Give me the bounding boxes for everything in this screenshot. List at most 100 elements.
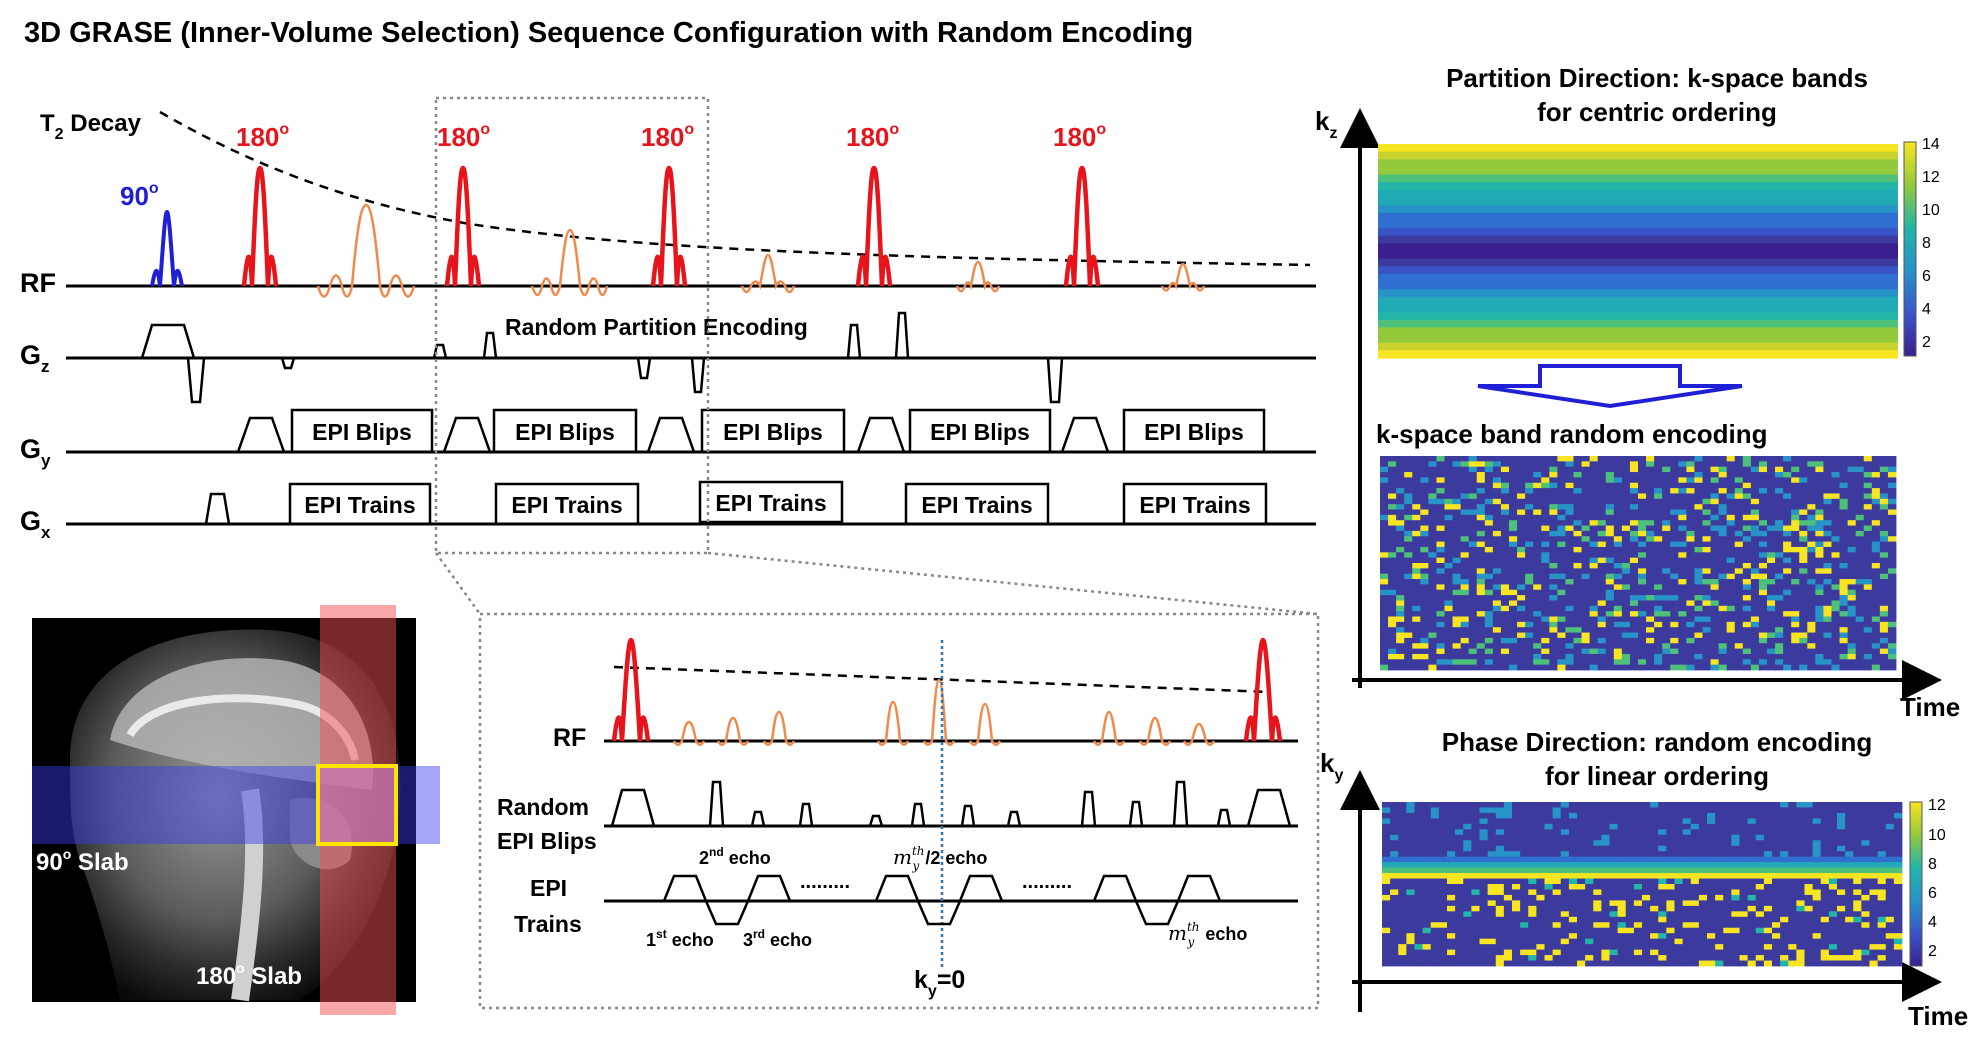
heatmap-cell: [1601, 862, 1610, 868]
heatmap-cell: [1877, 829, 1887, 836]
heatmap-cell: [1642, 812, 1651, 819]
colorbar-tick: 4: [1922, 301, 1931, 318]
heatmap-cell: [1420, 573, 1429, 580]
heatmap-cell: [1807, 600, 1816, 607]
heatmap-cell: [1525, 611, 1534, 617]
heatmap-cell: [1734, 600, 1744, 607]
heatmap-cell: [1847, 637, 1857, 644]
heatmap-cell: [1549, 589, 1558, 596]
heatmap-cell: [1654, 563, 1663, 569]
heatmap-cell: [1879, 605, 1889, 612]
heatmap-cell: [1436, 546, 1445, 553]
heatmap-cell: [1734, 504, 1744, 510]
heatmap-cell: [1662, 648, 1671, 655]
heatmap-cell: [1520, 878, 1529, 885]
heatmap-cell: [1533, 579, 1542, 585]
heatmap-cell: [1597, 600, 1607, 607]
heatmap-cell: [1484, 648, 1494, 655]
heatmap-cell: [1509, 488, 1518, 494]
heatmap-cell: [1879, 552, 1889, 559]
heatmap-cell: [1388, 627, 1397, 633]
heatmap-cell: [1861, 905, 1870, 912]
heatmap-cell: [1772, 884, 1781, 890]
heatmap-cell: [1861, 949, 1870, 956]
heatmap-cell: [1597, 530, 1607, 537]
heatmap-cell: [1509, 546, 1518, 553]
heatmap-cell: [1447, 944, 1456, 950]
heatmap-cell: [1460, 456, 1470, 462]
heatmap-cell: [1823, 589, 1832, 596]
heatmap-cell: [1633, 933, 1643, 940]
heatmap-cell: [1460, 525, 1470, 532]
heatmap-cell: [1528, 818, 1537, 825]
heatmap-cell: [1585, 834, 1594, 841]
heatmap-cell: [1783, 589, 1792, 596]
heatmap-cell: [1767, 520, 1776, 526]
heatmap-cell: [1444, 621, 1453, 628]
heatmap-cell: [1678, 482, 1687, 489]
heatmap-cell: [1871, 493, 1881, 500]
heatmap-cell: [1568, 955, 1578, 961]
heatmap-cell: [1788, 894, 1797, 901]
heatmap-cell: [1436, 627, 1445, 633]
heatmap-cell: [1682, 862, 1692, 868]
heatmap-cell: [1463, 823, 1472, 830]
heatmap-cell: [1471, 812, 1480, 819]
epi-blips-box: [492, 408, 638, 454]
heatmap-cell: [1609, 955, 1619, 961]
heatmap-cell: [1666, 922, 1675, 929]
heatmap-cell: [1577, 933, 1586, 940]
heatmap-cell: [1658, 873, 1667, 879]
heatmap-cell: [1823, 536, 1832, 542]
heatmap-cell: [1642, 960, 1651, 967]
heatmap-cell: [1589, 482, 1599, 489]
heatmap-cell: [1871, 653, 1881, 660]
heatmap-cell: [1517, 621, 1526, 628]
heatmap-cell: [1593, 834, 1602, 841]
heatmap-cell: [1613, 627, 1623, 633]
heatmap-cell: [1885, 845, 1895, 852]
heatmap-cell: [1662, 504, 1671, 510]
zoom-random-blip: [1006, 810, 1022, 827]
heatmap-cell: [1436, 520, 1445, 526]
heatmap-cell: [1707, 818, 1716, 825]
heatmap-cell: [1758, 498, 1768, 505]
heatmap-cell: [1682, 889, 1692, 896]
heatmap-cell: [1758, 605, 1768, 612]
heatmap-cell: [1694, 563, 1703, 569]
heatmap-cell: [1690, 889, 1700, 896]
heatmap-cell: [1621, 627, 1631, 633]
heatmap-cell: [1406, 878, 1415, 885]
heatmap-cell: [1839, 482, 1849, 489]
heatmap-cell: [1718, 637, 1728, 644]
heatmap-cell: [1463, 818, 1472, 825]
heatmap-cell: [1747, 960, 1757, 967]
heatmap-cell: [1638, 643, 1647, 649]
heatmap-cell: [1420, 653, 1429, 660]
heatmap-cell: [1726, 611, 1736, 617]
heatmap-cell: [1471, 878, 1480, 885]
heatmap-cell: [1430, 955, 1440, 961]
heatmap-cell: [1503, 905, 1513, 912]
heatmap-cell: [1791, 536, 1800, 542]
heatmap-cell: [1621, 493, 1631, 500]
heatmap-cell: [1557, 605, 1566, 612]
heatmap-cell: [1702, 600, 1711, 607]
heatmap-cell: [1654, 461, 1663, 468]
heatmap-cell: [1406, 900, 1415, 907]
heatmap-cell: [1447, 862, 1456, 868]
heatmap-cell: [1597, 557, 1607, 564]
heatmap-cell: [1492, 579, 1502, 585]
heatmap-cell: [1468, 648, 1478, 655]
heatmap-cell: [1621, 477, 1631, 484]
heatmap-cell: [1694, 600, 1703, 607]
heatmap-cell: [1525, 627, 1534, 633]
heatmap-cell: [1807, 498, 1816, 505]
heatmap-cell: [1747, 894, 1757, 901]
epi-trains-label: EPI Trains: [921, 492, 1032, 518]
heatmap-cell: [1823, 600, 1832, 607]
heatmap-cell: [1678, 573, 1687, 580]
heatmap-cell: [1460, 557, 1470, 564]
heatmap-cell: [1404, 493, 1413, 500]
